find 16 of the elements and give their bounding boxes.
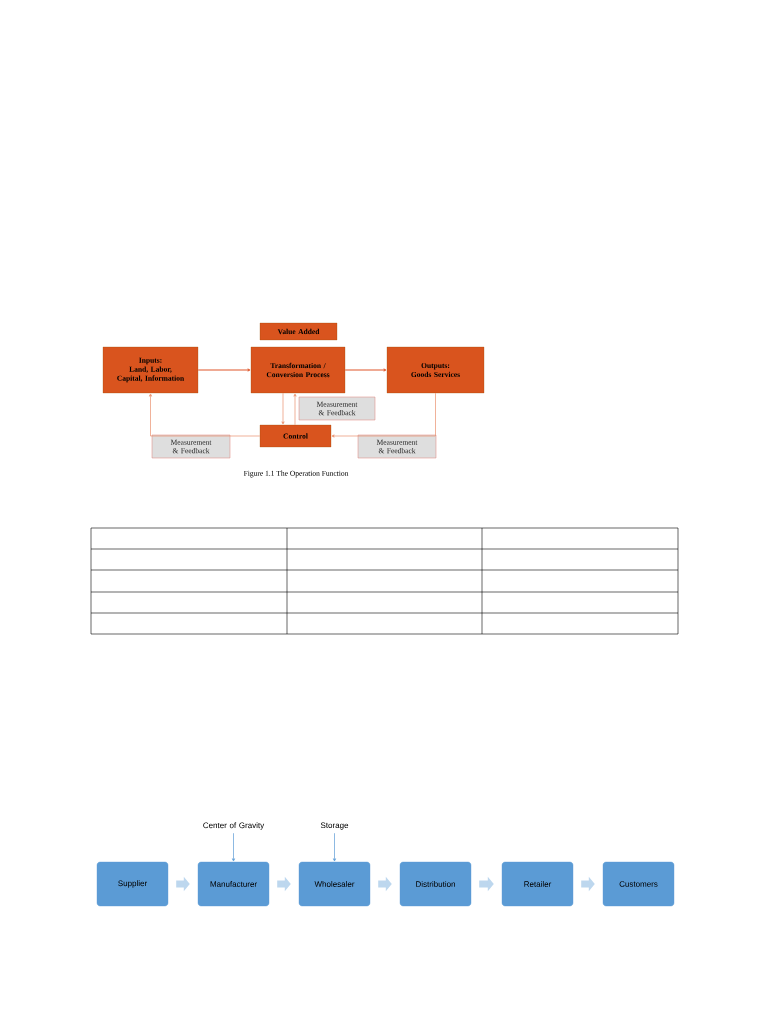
arrow [344, 368, 387, 372]
process-box: Distribution [399, 861, 472, 907]
arrow [197, 368, 251, 372]
process-box: Supplier [96, 861, 169, 907]
process-box: Wholesaler [298, 861, 371, 907]
arrow [232, 832, 235, 862]
process-box: Retailer [501, 861, 574, 907]
arrow [293, 393, 297, 426]
annotation-label: Storage [320, 822, 349, 830]
arrow [331, 392, 436, 438]
arrow [333, 832, 336, 862]
process-box: Manufacturer [197, 861, 270, 907]
arrow [281, 392, 285, 425]
process-box: Customers [602, 861, 675, 907]
annotation-label: Center of Gravity [203, 822, 265, 830]
arrow [149, 393, 261, 437]
